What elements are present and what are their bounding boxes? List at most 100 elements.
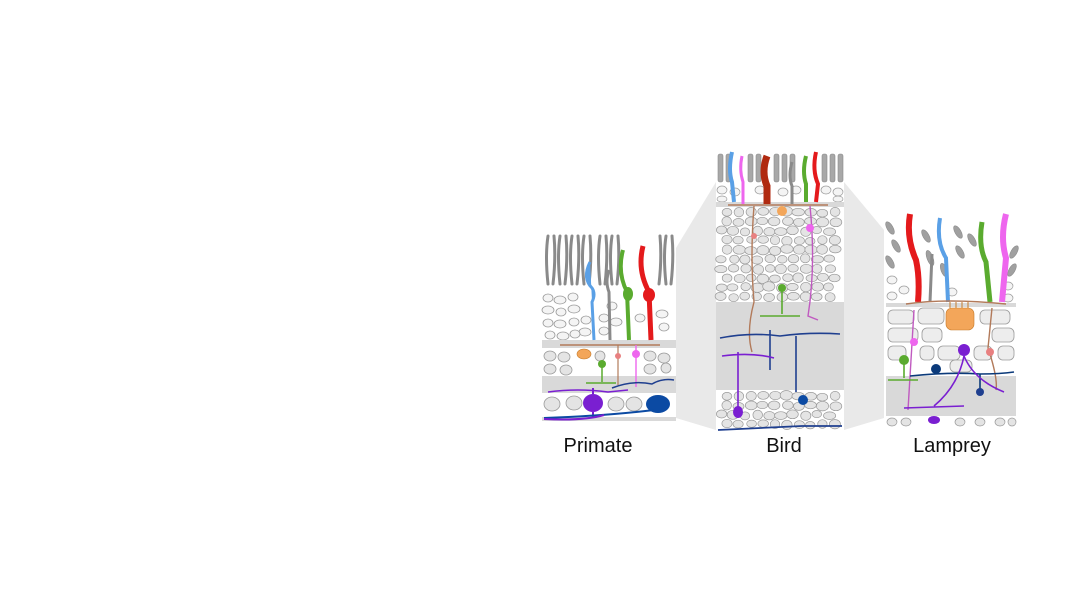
bird-gray-rod (788, 161, 794, 204)
cell-texture (746, 273, 757, 282)
lamprey-orange-cell (945, 307, 975, 331)
cell-texture (829, 217, 843, 228)
lamprey-outer-segments (885, 221, 1019, 277)
primate-blue-cone (585, 261, 596, 341)
cell-texture (817, 272, 829, 282)
cell-texture (810, 255, 824, 264)
primate-inner-nuclear-layer (543, 350, 672, 376)
cell-texture (721, 244, 733, 255)
lamprey-gray-rod (928, 253, 934, 303)
cell-texture (816, 216, 829, 228)
cell-texture (786, 409, 799, 420)
bird-bipolar-brown (748, 205, 755, 353)
cell-texture (828, 235, 841, 246)
cell-texture (739, 227, 751, 237)
primate-plexiform-layer-1 (542, 340, 676, 348)
cell-texture (732, 419, 744, 429)
cell-texture (774, 411, 788, 420)
cell-texture (740, 282, 751, 291)
cell-texture (769, 274, 781, 283)
cell-texture (715, 283, 728, 292)
panel-primate (541, 234, 676, 421)
lamprey-red-cone (905, 213, 922, 303)
cell-texture (779, 390, 793, 401)
lamprey-bipolar-pink (987, 307, 998, 391)
bird-purple-arbors (721, 352, 775, 412)
cell-texture (793, 217, 805, 227)
cell-texture (756, 400, 769, 410)
bird-blue-ganglion (798, 395, 808, 405)
cell-texture (782, 216, 794, 226)
cell-texture (721, 418, 733, 429)
lamprey-purple-arbors (903, 355, 1005, 409)
connector-primate-bird (676, 182, 716, 430)
lamprey-plexiform-layer-1 (886, 303, 1016, 307)
cell-texture (716, 225, 728, 235)
primate-outer-nuclear-layer (541, 292, 670, 341)
cell-texture (764, 254, 776, 264)
lamprey-inner-nuclear-layer (887, 307, 1015, 373)
cell-texture (728, 293, 739, 303)
connector-wedges (676, 182, 884, 430)
bird-red-cone (812, 151, 821, 203)
cell-texture (721, 208, 733, 217)
cell-texture (774, 227, 788, 236)
cell-texture (739, 291, 750, 301)
label-bird: Bird (766, 435, 802, 457)
lamprey-horizontal-cell (905, 300, 1007, 305)
cell-texture (732, 235, 744, 245)
cell-texture (791, 207, 805, 217)
primate-ganglion-layer (543, 395, 643, 412)
cell-texture (756, 273, 770, 284)
primate-gray-rod (605, 269, 612, 341)
cell-texture (811, 410, 822, 419)
primate-cells (543, 245, 675, 421)
cell-texture (745, 207, 757, 217)
cell-texture (721, 392, 733, 401)
cell-texture (767, 400, 781, 411)
primate-purple-arbors (547, 389, 629, 393)
cell-texture (733, 273, 746, 284)
cell-texture (816, 392, 829, 402)
primate-navy-arbors (611, 378, 675, 389)
cell-texture (721, 273, 733, 283)
cell-texture (752, 264, 764, 275)
cell-texture (757, 419, 769, 428)
bird-green-cone (802, 155, 808, 202)
cell-texture (782, 273, 794, 282)
cell-texture (793, 236, 805, 246)
cell-texture (829, 391, 841, 401)
cell-texture (714, 265, 728, 274)
cell-texture (757, 235, 769, 244)
cell-texture (824, 292, 836, 303)
cell-texture (732, 245, 746, 255)
primate-fiber-layer (542, 417, 676, 421)
cell-texture (824, 264, 836, 274)
cell-texture (816, 400, 829, 412)
bird-amacrine-green (760, 290, 800, 317)
label-lamprey: Lamprey (913, 435, 991, 457)
cell-texture (756, 245, 770, 256)
cell-texture (787, 264, 799, 273)
cell-texture (763, 411, 776, 421)
lamprey-ganglion-layer (886, 417, 1017, 427)
cell-texture (762, 281, 776, 292)
bird-outer-segments (717, 153, 844, 183)
cell-texture (740, 263, 752, 274)
cell-texture (745, 391, 757, 401)
cell-texture (805, 237, 816, 246)
cell-texture (816, 208, 829, 218)
lamprey-cells (888, 213, 1015, 424)
cell-texture (732, 218, 745, 227)
cell-texture (746, 419, 757, 428)
lamprey-bipolar-magenta (907, 309, 915, 411)
cell-texture (828, 273, 841, 283)
cell-texture (769, 390, 782, 401)
cell-texture (804, 244, 818, 255)
cell-texture (792, 272, 804, 283)
cell-texture (817, 235, 828, 245)
cell-texture (716, 409, 728, 419)
lamprey-outer-nuclear-layer (886, 275, 1014, 303)
cell-texture (793, 420, 805, 430)
bird-darkred-cone (760, 154, 771, 204)
